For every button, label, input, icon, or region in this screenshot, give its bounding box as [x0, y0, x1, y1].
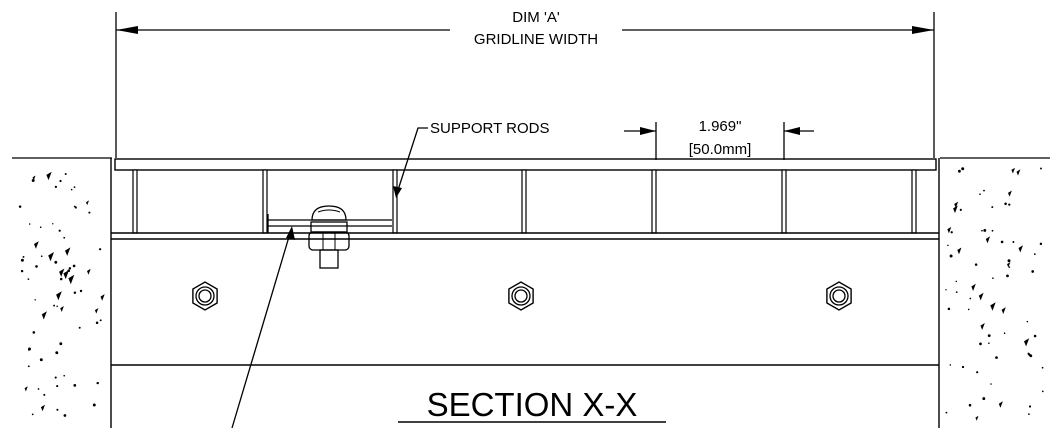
- support-rod: [651, 169, 657, 234]
- channel-frame: [111, 232, 939, 366]
- support-rods: [132, 169, 917, 234]
- gridline-width-label: GRIDLINE WIDTH: [474, 31, 598, 48]
- concrete-right: [938, 158, 1044, 428]
- section-title-text: SECTION X-X: [427, 386, 638, 423]
- dim-a-arrow-right: [912, 26, 934, 34]
- dim-a-arrow-left: [116, 26, 138, 34]
- support-rod: [392, 169, 398, 234]
- clamp-bracket: [267, 214, 392, 233]
- hex-nut: [192, 281, 218, 311]
- section-title: SECTION X-X: [398, 386, 666, 423]
- grating-top-bar: [114, 158, 937, 171]
- bolt-washer: [310, 221, 348, 233]
- spacing-inches-label: 1.969": [699, 118, 742, 135]
- hex-nuts: [192, 281, 852, 311]
- support-rod: [132, 169, 138, 234]
- support-rods-leader: [397, 127, 428, 191]
- spacing-arrow-right: [784, 127, 800, 135]
- clamp-leader-arrow: [286, 226, 295, 240]
- spacing-mm-label: [50.0mm]: [689, 141, 752, 158]
- support-rod: [781, 169, 787, 234]
- spacing-dimension: 1.969" [50.0mm]: [624, 118, 814, 160]
- bolt-head: [311, 205, 347, 221]
- dim-a-label: DIM 'A': [512, 9, 560, 26]
- support-rods-arrow: [393, 186, 402, 198]
- support-rod: [521, 169, 527, 234]
- dim-a-dimension: DIM 'A' GRIDLINE WIDTH: [115, 9, 935, 158]
- hex-nut: [826, 281, 852, 311]
- spacing-arrow-left: [640, 127, 656, 135]
- bolt-nut: [319, 249, 339, 269]
- support-rod: [911, 169, 917, 234]
- support-rods-callout: SUPPORT RODS: [393, 120, 549, 198]
- concrete-left: [18, 158, 112, 428]
- support-rods-label: SUPPORT RODS: [430, 120, 549, 137]
- support-rod: [262, 169, 268, 234]
- clamp-leader: [231, 226, 295, 428]
- bolt-clip: [308, 231, 350, 251]
- bolt-assembly: [308, 205, 350, 269]
- hex-nut: [508, 281, 534, 311]
